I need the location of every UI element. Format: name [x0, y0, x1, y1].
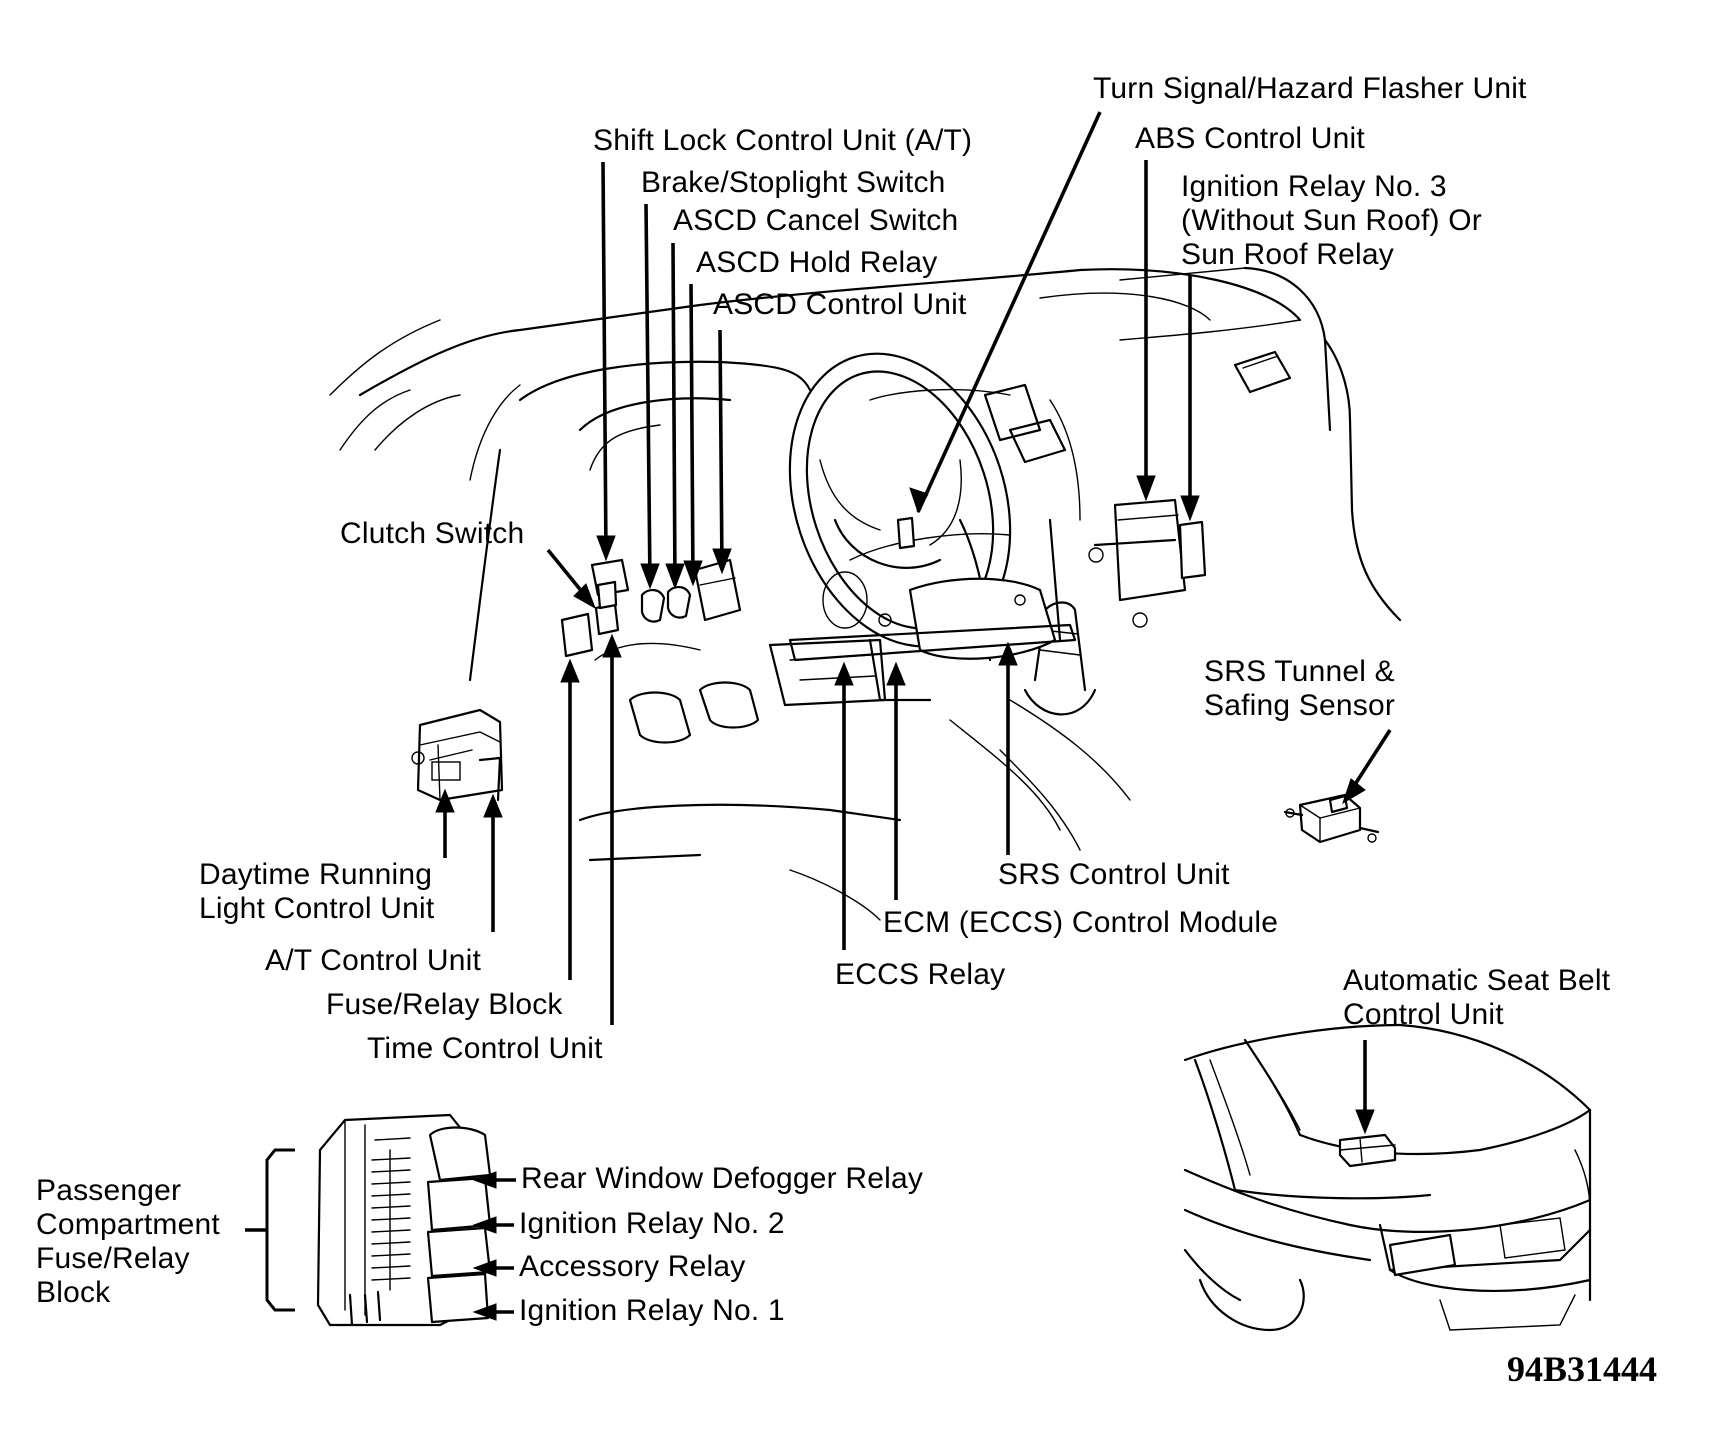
label-at-control-unit: A/T Control Unit [265, 944, 482, 977]
label-daytime-running-line1: Daytime Running [199, 858, 433, 891]
figure-reference-number: 94B31444 [1507, 1349, 1658, 1389]
label-ignition-relay-3: Ignition Relay No. 3 (Without Sun Roof) … [1181, 170, 1482, 272]
label-srs-tunnel-line1: SRS Tunnel & [1204, 655, 1395, 688]
label-fuse-relay-block: Fuse/Relay Block [326, 988, 563, 1021]
label-time-control-unit: Time Control Unit [367, 1032, 603, 1065]
label-passenger-line2: Compartment [36, 1208, 220, 1241]
label-rear-window-defogger-relay: Rear Window Defogger Relay [521, 1162, 924, 1195]
label-srs-control-unit: SRS Control Unit [998, 858, 1230, 891]
label-daytime-running-line2: Light Control Unit [199, 892, 435, 925]
label-ignition-relay-3-line1: Ignition Relay No. 3 [1181, 170, 1447, 203]
label-passenger-line4: Block [36, 1276, 111, 1309]
label-shift-lock-control: Shift Lock Control Unit (A/T) [593, 124, 973, 157]
car-rear-drawing [1183, 1023, 1592, 1332]
label-daytime-running-light: Daytime Running Light Control Unit [199, 858, 434, 926]
label-ascd-cancel-switch: ASCD Cancel Switch [673, 204, 959, 237]
label-passenger-compartment-block: Passenger Compartment Fuse/Relay Block [36, 1174, 220, 1310]
label-eccs-relay: ECCS Relay [835, 958, 1006, 991]
label-abs-control: ABS Control Unit [1135, 122, 1365, 155]
label-clutch-switch: Clutch Switch [340, 517, 525, 550]
label-ignition-relay-3-line3: Sun Roof Relay [1181, 238, 1394, 271]
label-ignition-relay-2: Ignition Relay No. 2 [519, 1207, 785, 1240]
label-ignition-relay-3-line2: (Without Sun Roof) Or [1181, 204, 1482, 237]
label-ascd-hold-relay: ASCD Hold Relay [696, 246, 938, 279]
dashboard-drawing [329, 266, 1402, 921]
label-turn-signal-flasher: Turn Signal/Hazard Flasher Unit [1093, 72, 1527, 105]
label-accessory-relay: Accessory Relay [519, 1250, 746, 1283]
label-passenger-line1: Passenger [36, 1174, 182, 1207]
label-automatic-seat-belt: Automatic Seat Belt Control Unit [1343, 964, 1610, 1032]
leader-lines [245, 111, 1392, 1321]
label-auto-seat-belt-line1: Automatic Seat Belt [1343, 964, 1611, 997]
label-ignition-relay-1: Ignition Relay No. 1 [519, 1294, 785, 1327]
label-srs-tunnel-line2: Safing Sensor [1204, 689, 1396, 722]
label-brake-stoplight-switch: Brake/Stoplight Switch [641, 166, 946, 199]
label-srs-tunnel-sensor: SRS Tunnel & Safing Sensor [1204, 655, 1395, 723]
label-passenger-line3: Fuse/Relay [36, 1242, 190, 1275]
label-ascd-control-unit: ASCD Control Unit [713, 288, 967, 321]
label-auto-seat-belt-line2: Control Unit [1343, 998, 1504, 1031]
passenger-fuse-block-drawing [316, 1113, 492, 1327]
label-ecm-control-module: ECM (ECCS) Control Module [883, 906, 1279, 939]
